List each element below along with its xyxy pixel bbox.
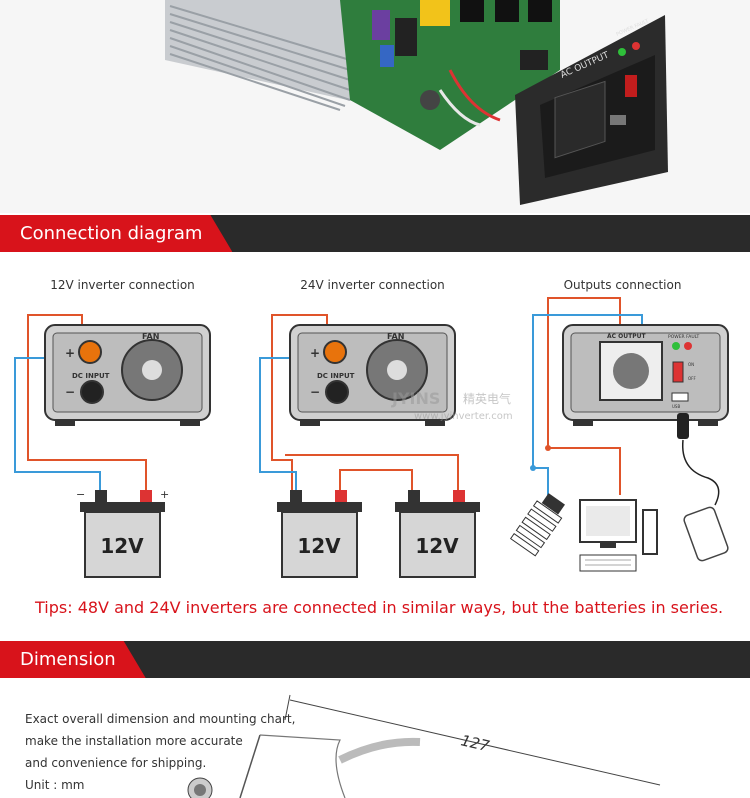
negative-terminal-24 bbox=[325, 380, 349, 404]
dc-input-label-24: DC INPUT bbox=[317, 372, 355, 380]
battery-label: 12V bbox=[100, 534, 144, 558]
plus-sign-24: + bbox=[310, 346, 320, 360]
caption-24v: 24V inverter connection bbox=[300, 278, 445, 292]
dimension-unit: Unit : mm bbox=[25, 778, 85, 792]
pc-tower-icon bbox=[642, 509, 658, 555]
dc-input-label: DC INPUT bbox=[72, 372, 110, 380]
wire-positive bbox=[27, 314, 147, 492]
ac-output-label: AC OUTPUT bbox=[607, 333, 646, 340]
dimension-description: Exact overall dimension and mounting cha… bbox=[25, 708, 295, 796]
dimension-banner: Dimension bbox=[0, 641, 750, 678]
battery-a-label: 12V bbox=[297, 534, 341, 558]
bulb-icon bbox=[509, 493, 565, 557]
usb-port bbox=[671, 392, 689, 402]
wire-positive-24 bbox=[271, 314, 328, 492]
battery-b bbox=[399, 511, 476, 578]
negative-terminal bbox=[80, 380, 104, 404]
dimension-line-3: and convenience for shipping. bbox=[25, 756, 207, 770]
power-led bbox=[672, 342, 680, 350]
diagram-outputs: AC OUTPUT POWER FAULT ON OFF USB bbox=[509, 297, 729, 572]
watermark-brand: JYINS bbox=[391, 389, 440, 408]
circuit-board bbox=[340, 0, 560, 150]
dimension-title: Dimension bbox=[0, 641, 146, 678]
connection-diagrams: FAN DC INPUT + − 12V − + FAN DC INPUT + … bbox=[14, 297, 729, 578]
diagram-24v: FAN DC INPUT + − 12V 12V bbox=[259, 314, 480, 578]
usb-label: USB bbox=[672, 404, 680, 409]
watermark: JYINS 精英电气 www.jyinverter.com bbox=[391, 389, 513, 422]
plus-sign: + bbox=[65, 346, 75, 360]
caption-12v: 12V inverter connection bbox=[50, 278, 195, 292]
minus-sign-24: − bbox=[310, 385, 320, 399]
fan-label-24: FAN bbox=[387, 332, 404, 341]
watermark-brand-cn: 精英电气 bbox=[463, 391, 511, 406]
positive-terminal bbox=[78, 340, 102, 364]
dimension-line-2: make the installation more accurate bbox=[25, 734, 243, 748]
battery-a bbox=[281, 511, 358, 578]
wire-output-blue bbox=[532, 314, 643, 495]
connection-diagram-banner: Connection diagram bbox=[0, 215, 750, 252]
tips-text: Tips: 48V and 24V inverters are connecte… bbox=[35, 598, 724, 617]
wire-series bbox=[339, 469, 413, 492]
battery-b-label: 12V bbox=[415, 534, 459, 558]
product-photo: AC OUTPUT POWER FAULT bbox=[0, 0, 750, 213]
battery-plus: + bbox=[160, 488, 169, 501]
battery bbox=[84, 511, 161, 578]
off-label: OFF bbox=[688, 376, 696, 381]
on-label: ON bbox=[688, 362, 694, 367]
dimension-drawing: 127 bbox=[187, 694, 661, 798]
power-switch bbox=[672, 361, 684, 383]
keyboard-icon bbox=[579, 554, 637, 572]
connection-diagram-title: Connection diagram bbox=[0, 215, 232, 252]
battery-minus: − bbox=[76, 488, 85, 501]
wire-series-2 bbox=[285, 454, 459, 492]
positive-terminal-24 bbox=[323, 340, 347, 364]
dimension-line-1: Exact overall dimension and mounting cha… bbox=[25, 712, 296, 726]
dimension-line bbox=[289, 699, 661, 786]
wire-output-red bbox=[547, 297, 621, 495]
front-panel bbox=[515, 15, 668, 205]
watermark-url: www.jyinverter.com bbox=[414, 411, 513, 422]
diagram-12v: FAN DC INPUT + − 12V − + bbox=[14, 314, 211, 578]
heatsink bbox=[165, 0, 400, 111]
power-fault-label: POWER FAULT bbox=[668, 334, 700, 340]
fan-label: FAN bbox=[142, 332, 159, 341]
fault-led bbox=[684, 342, 692, 350]
phone-icon bbox=[683, 506, 729, 562]
minus-sign: − bbox=[65, 385, 75, 399]
dimension-measure: 127 bbox=[459, 731, 491, 755]
caption-outputs: Outputs connection bbox=[563, 278, 682, 292]
